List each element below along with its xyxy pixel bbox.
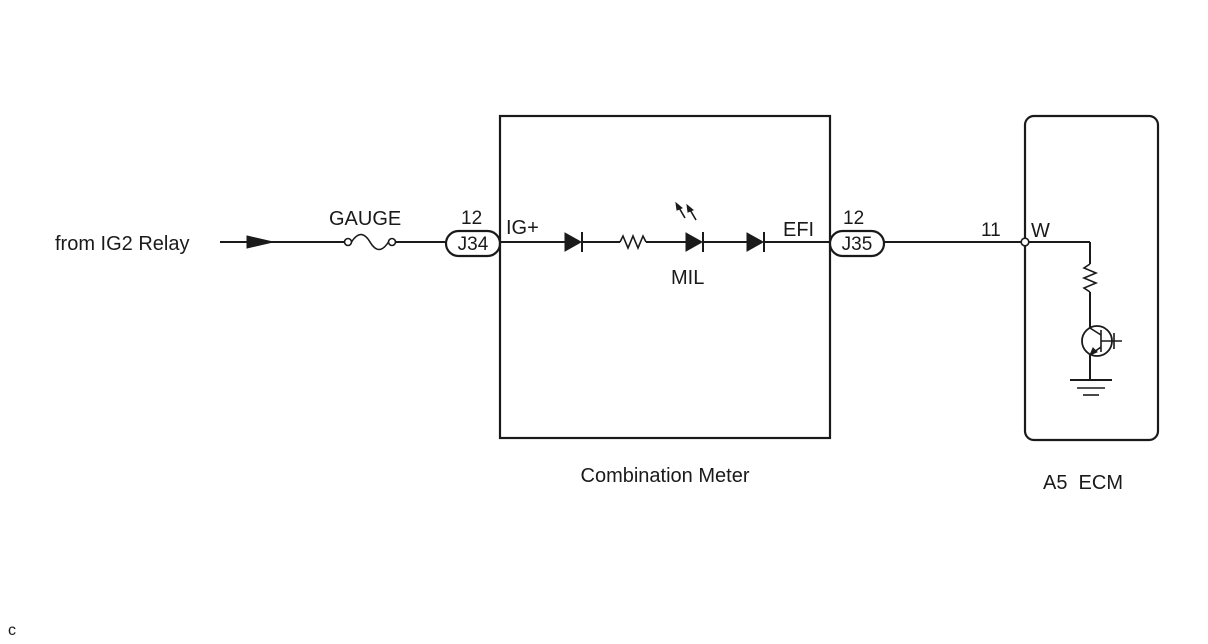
- fuse-terminal-left: [343, 237, 353, 247]
- light-emission-arrows-icon: [675, 201, 697, 221]
- ecm-label: A5 ECM: [1043, 472, 1123, 494]
- ecm-pin-number: 11: [981, 220, 1001, 241]
- connector-j35-label: J35: [842, 234, 873, 255]
- fuse-element-icon: [350, 233, 390, 251]
- ecm-resistor-icon: [1081, 263, 1099, 293]
- connector-j34-label: J34: [458, 234, 489, 255]
- mil-led-icon: [685, 232, 704, 252]
- connector-j34-pin: 12: [461, 208, 482, 229]
- connector-j35-pin: 12: [843, 208, 864, 229]
- ecm-terminal-w: [1020, 237, 1030, 247]
- fuse-gauge: [343, 233, 397, 251]
- ecm-box: [1023, 114, 1160, 442]
- diode-1-icon: [564, 232, 583, 252]
- fuse-terminal-right: [387, 237, 397, 247]
- ground-icon: [1070, 379, 1112, 396]
- ecm-terminal-label: W: [1031, 220, 1050, 242]
- transistor-icon: [1081, 325, 1122, 357]
- corner-mark: c: [8, 622, 16, 639]
- source-arrow-icon: [246, 235, 274, 249]
- combination-meter-box: [498, 114, 832, 440]
- terminal-efi: EFI: [783, 219, 814, 241]
- fuse-label: GAUGE: [329, 208, 401, 230]
- terminal-ig-plus: IG+: [506, 217, 539, 239]
- diode-2-icon: [746, 232, 765, 252]
- connector-j35: [828, 229, 886, 258]
- combination-meter-label: Combination Meter: [581, 465, 750, 487]
- resistor-icon: [619, 233, 647, 251]
- mil-label: MIL: [671, 267, 704, 289]
- source-label: from IG2 Relay: [55, 233, 189, 255]
